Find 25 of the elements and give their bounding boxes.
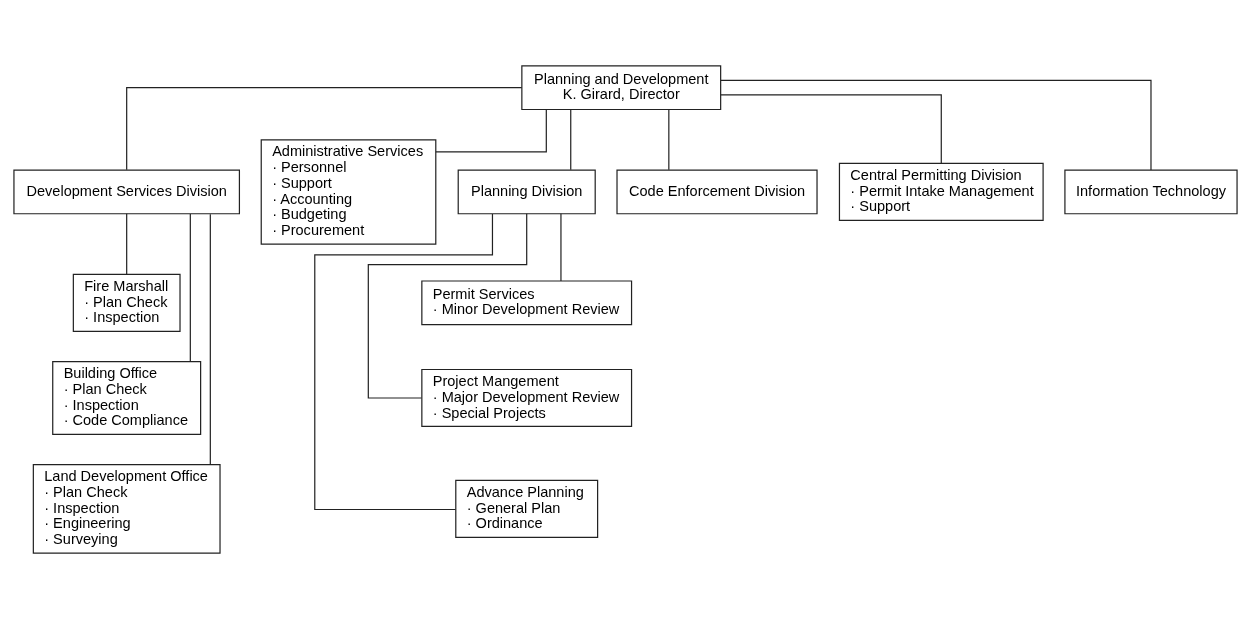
node-box: Planning and Development K. Girard, Director [521, 64, 722, 110]
connector [720, 93, 942, 164]
node-box: Code Enforcement Division [616, 169, 818, 214]
node-box: Land Development Office · Plan Check · Inspection · Engineering · Surveying [32, 463, 221, 554]
connector [189, 212, 191, 362]
connector [570, 108, 572, 170]
node-box: Central Permitting Division · Permit Intake Management · Support [838, 162, 1044, 221]
node-box: Development Services Division [13, 169, 241, 214]
connector [367, 212, 528, 399]
connector [435, 108, 547, 152]
node-box: Building Office · Plan Check · Inspection · Code Compliance [52, 360, 202, 435]
node-box: Planning Division [457, 169, 596, 214]
connector [560, 212, 562, 282]
node-box: Administrative Services · Personnel · Support · Accounting · Budgeting · Procurement [260, 138, 437, 245]
node-box: Information Technology [1064, 169, 1238, 214]
node-box: Project Mangement · Major Development Review · Special Projects [421, 368, 633, 427]
connector [720, 79, 1152, 170]
connector [126, 212, 128, 275]
connector [668, 108, 670, 170]
connector [209, 213, 211, 465]
node-box: Advance Planning · General Plan · Ordinance [455, 479, 599, 538]
node-box: Fire Marshall · Plan Check · Inspection [72, 273, 181, 332]
connector [314, 212, 494, 510]
connector [126, 86, 523, 170]
node-box: Permit Services · Minor Development Review [421, 279, 633, 325]
